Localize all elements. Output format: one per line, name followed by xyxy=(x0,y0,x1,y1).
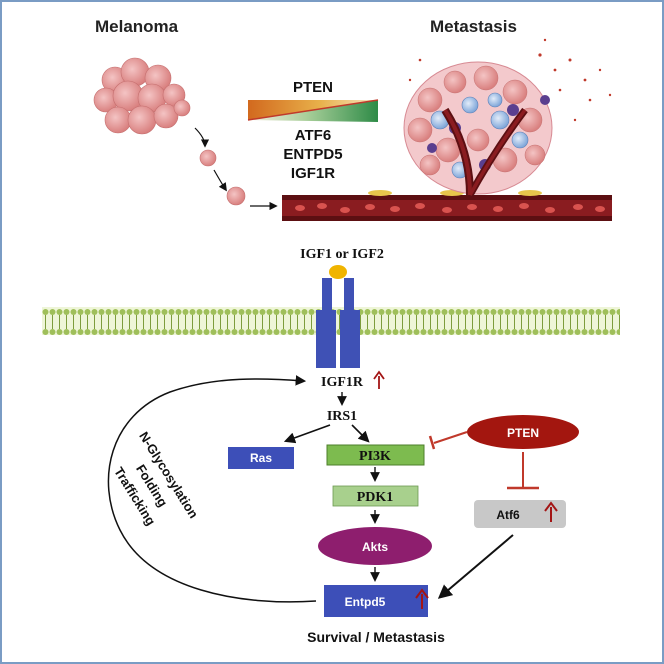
blood-vessel-icon xyxy=(282,190,612,221)
pten-inhibits-pi3k xyxy=(428,431,468,450)
pi3k-box xyxy=(326,444,425,466)
pdk1-label: PDK1 xyxy=(357,490,394,505)
atf6-up-arrow-icon xyxy=(544,501,558,522)
pten-label: PTEN xyxy=(293,79,333,96)
outcome-label: Survival / Metastasis xyxy=(307,629,445,645)
irs1-to-pi3k-arrow xyxy=(351,424,370,443)
atf6-to-entpd5-arrow xyxy=(437,534,514,599)
feedback-loop-arrow xyxy=(107,375,317,603)
pten-inhibits-atf6 xyxy=(507,452,539,490)
gene-igf1r: IGF1R xyxy=(291,165,335,182)
atf6-label: Atf6 xyxy=(496,508,520,522)
migrating-cell-icon xyxy=(199,149,246,206)
irs1-to-ras-arrow xyxy=(283,424,331,444)
entpd5-box xyxy=(324,585,428,617)
metastasis-title: Metastasis xyxy=(430,17,517,36)
migration-arrow-2 xyxy=(213,169,227,192)
gene-atf6: ATF6 xyxy=(295,127,331,144)
migration-arrow-1 xyxy=(194,127,210,148)
entpd5-up-arrow-icon xyxy=(415,588,429,609)
ras-box xyxy=(228,447,294,469)
ligand-icon xyxy=(329,265,347,279)
igf1r-up-arrow-icon xyxy=(373,370,385,389)
igf1r-receptor-icon xyxy=(316,278,360,368)
akts-ellipse xyxy=(318,527,432,565)
pten-pathway-label: PTEN xyxy=(507,426,539,440)
pi3k-label: PI3K xyxy=(359,449,391,464)
pdk1-box xyxy=(332,485,419,507)
melanoma-cluster-icon xyxy=(93,57,191,135)
entpd5-label: Entpd5 xyxy=(345,595,386,609)
melanoma-title: Melanoma xyxy=(95,17,179,36)
pten-gradient-wedge xyxy=(247,99,379,122)
akts-label: Akts xyxy=(362,540,388,554)
pten-ellipse xyxy=(467,415,579,449)
irs1-label: IRS1 xyxy=(327,409,357,424)
metastatic-tumor-icon xyxy=(403,38,612,197)
igf1r-label: IGF1R xyxy=(321,375,364,390)
gene-entpd5: ENTPD5 xyxy=(283,146,342,163)
atf6-box xyxy=(474,500,566,528)
ligand-label: IGF1 or IGF2 xyxy=(300,247,384,262)
ras-label: Ras xyxy=(250,451,272,465)
